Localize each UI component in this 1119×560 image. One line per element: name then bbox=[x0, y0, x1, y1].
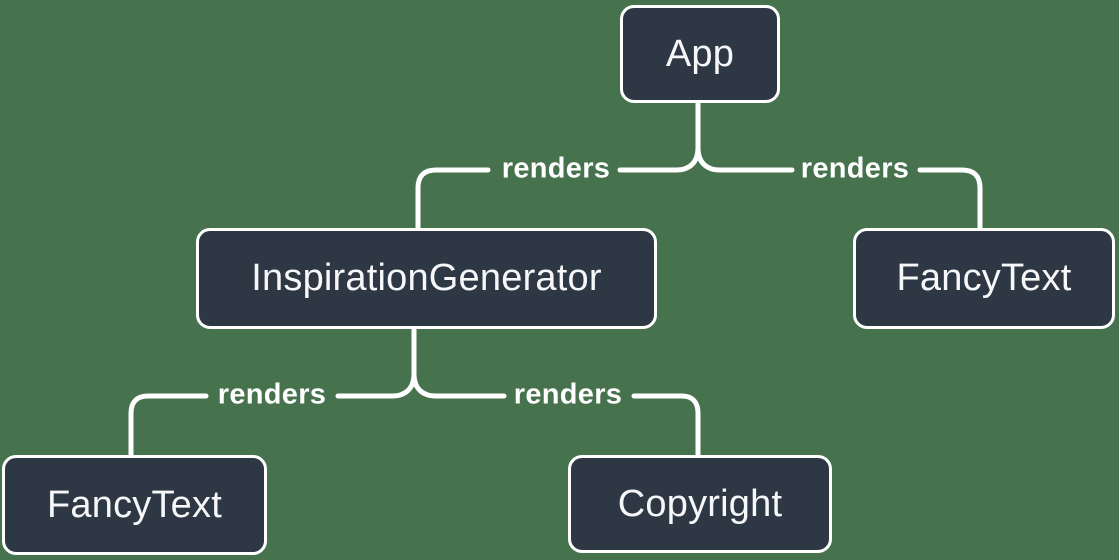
edge-label-inspirationgenerator-copyright: renders bbox=[513, 378, 623, 411]
edge-inspirationgenerator-to-fancytext-drop bbox=[128, 393, 209, 459]
node-fancy-text-bottom: FancyText bbox=[2, 455, 267, 555]
node-copyright: Copyright bbox=[568, 455, 832, 553]
node-fancy-text-top: FancyText bbox=[853, 228, 1115, 329]
node-inspiration-generator-label: InspirationGenerator bbox=[251, 257, 602, 299]
node-app: App bbox=[620, 5, 780, 103]
edge-label-inspirationgenerator-fancytext: renders bbox=[217, 378, 327, 411]
node-copyright-label: Copyright bbox=[617, 482, 783, 525]
edge-inspirationgenerator-to-copyright-stem bbox=[411, 327, 507, 399]
edge-label-app-fancytext: renders bbox=[800, 152, 910, 185]
edge-app-to-inspirationgenerator-stem bbox=[617, 101, 701, 173]
edge-inspirationgenerator-to-fancytext-stem bbox=[335, 327, 417, 399]
edge-label-app-inspirationgenerator: renders bbox=[501, 152, 611, 185]
node-fancy-text-bottom-label: FancyText bbox=[47, 483, 222, 526]
edge-inspirationgenerator-to-copyright-drop bbox=[631, 393, 701, 459]
node-fancy-text-top-label: FancyText bbox=[896, 257, 1072, 299]
edge-app-to-inspirationgenerator-drop bbox=[415, 167, 491, 232]
edge-app-to-fancytext-drop bbox=[917, 167, 983, 232]
edge-app-to-fancytext-stem bbox=[695, 101, 795, 173]
node-app-label: App bbox=[665, 32, 735, 75]
node-inspiration-generator: InspirationGenerator bbox=[196, 228, 657, 329]
